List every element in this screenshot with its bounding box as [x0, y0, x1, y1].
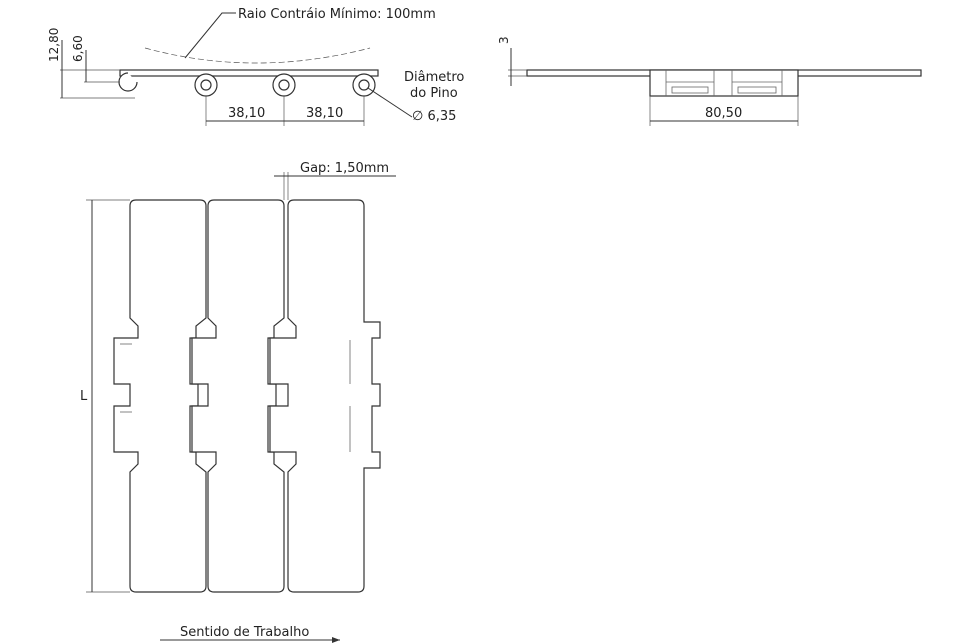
- back-radius-arc: [144, 47, 371, 64]
- height-total-label: 12,80: [47, 28, 61, 62]
- radius-leader: [184, 12, 236, 59]
- height-pin-label: 6,60: [71, 35, 85, 62]
- side-top-plate: [119, 69, 379, 77]
- direction-arrowhead: [332, 637, 340, 643]
- pitch-2-label: 38,10: [306, 106, 343, 121]
- pin-diameter-value: ∅ 6,35: [412, 109, 456, 124]
- length-label: L: [80, 389, 88, 404]
- side-knuckle-3: [352, 73, 376, 97]
- side-left-hook: [118, 72, 138, 92]
- plate-thickness-label: 3: [497, 36, 511, 44]
- direction-label: Sentido de Trabalho: [180, 625, 309, 640]
- top-plate-1: [113, 199, 207, 593]
- pin-diameter-line1: Diâmetro: [404, 70, 464, 85]
- width-label: 80,50: [705, 106, 742, 121]
- side-view: Raio Contráio Mínimo: 100mm 12,80 6,60: [47, 7, 464, 126]
- side-knuckle-2: [272, 73, 296, 97]
- min-back-radius-label: Raio Contráio Mínimo: 100mm: [238, 7, 436, 22]
- front-hinge: [649, 69, 799, 97]
- side-knuckle-1: [194, 73, 218, 97]
- top-plate-2: [191, 199, 285, 593]
- pin-diameter-line2: do Pino: [410, 86, 458, 101]
- gap-label: Gap: 1,50mm: [300, 161, 389, 176]
- pitch-1-label: 38,10: [228, 106, 265, 121]
- top-view: Gap: 1,50mm L Sentido de Trabalho: [80, 161, 396, 643]
- top-plate-3: [269, 199, 381, 593]
- front-view: 3 80,50: [497, 36, 922, 126]
- pin-diameter-leader: [367, 87, 413, 118]
